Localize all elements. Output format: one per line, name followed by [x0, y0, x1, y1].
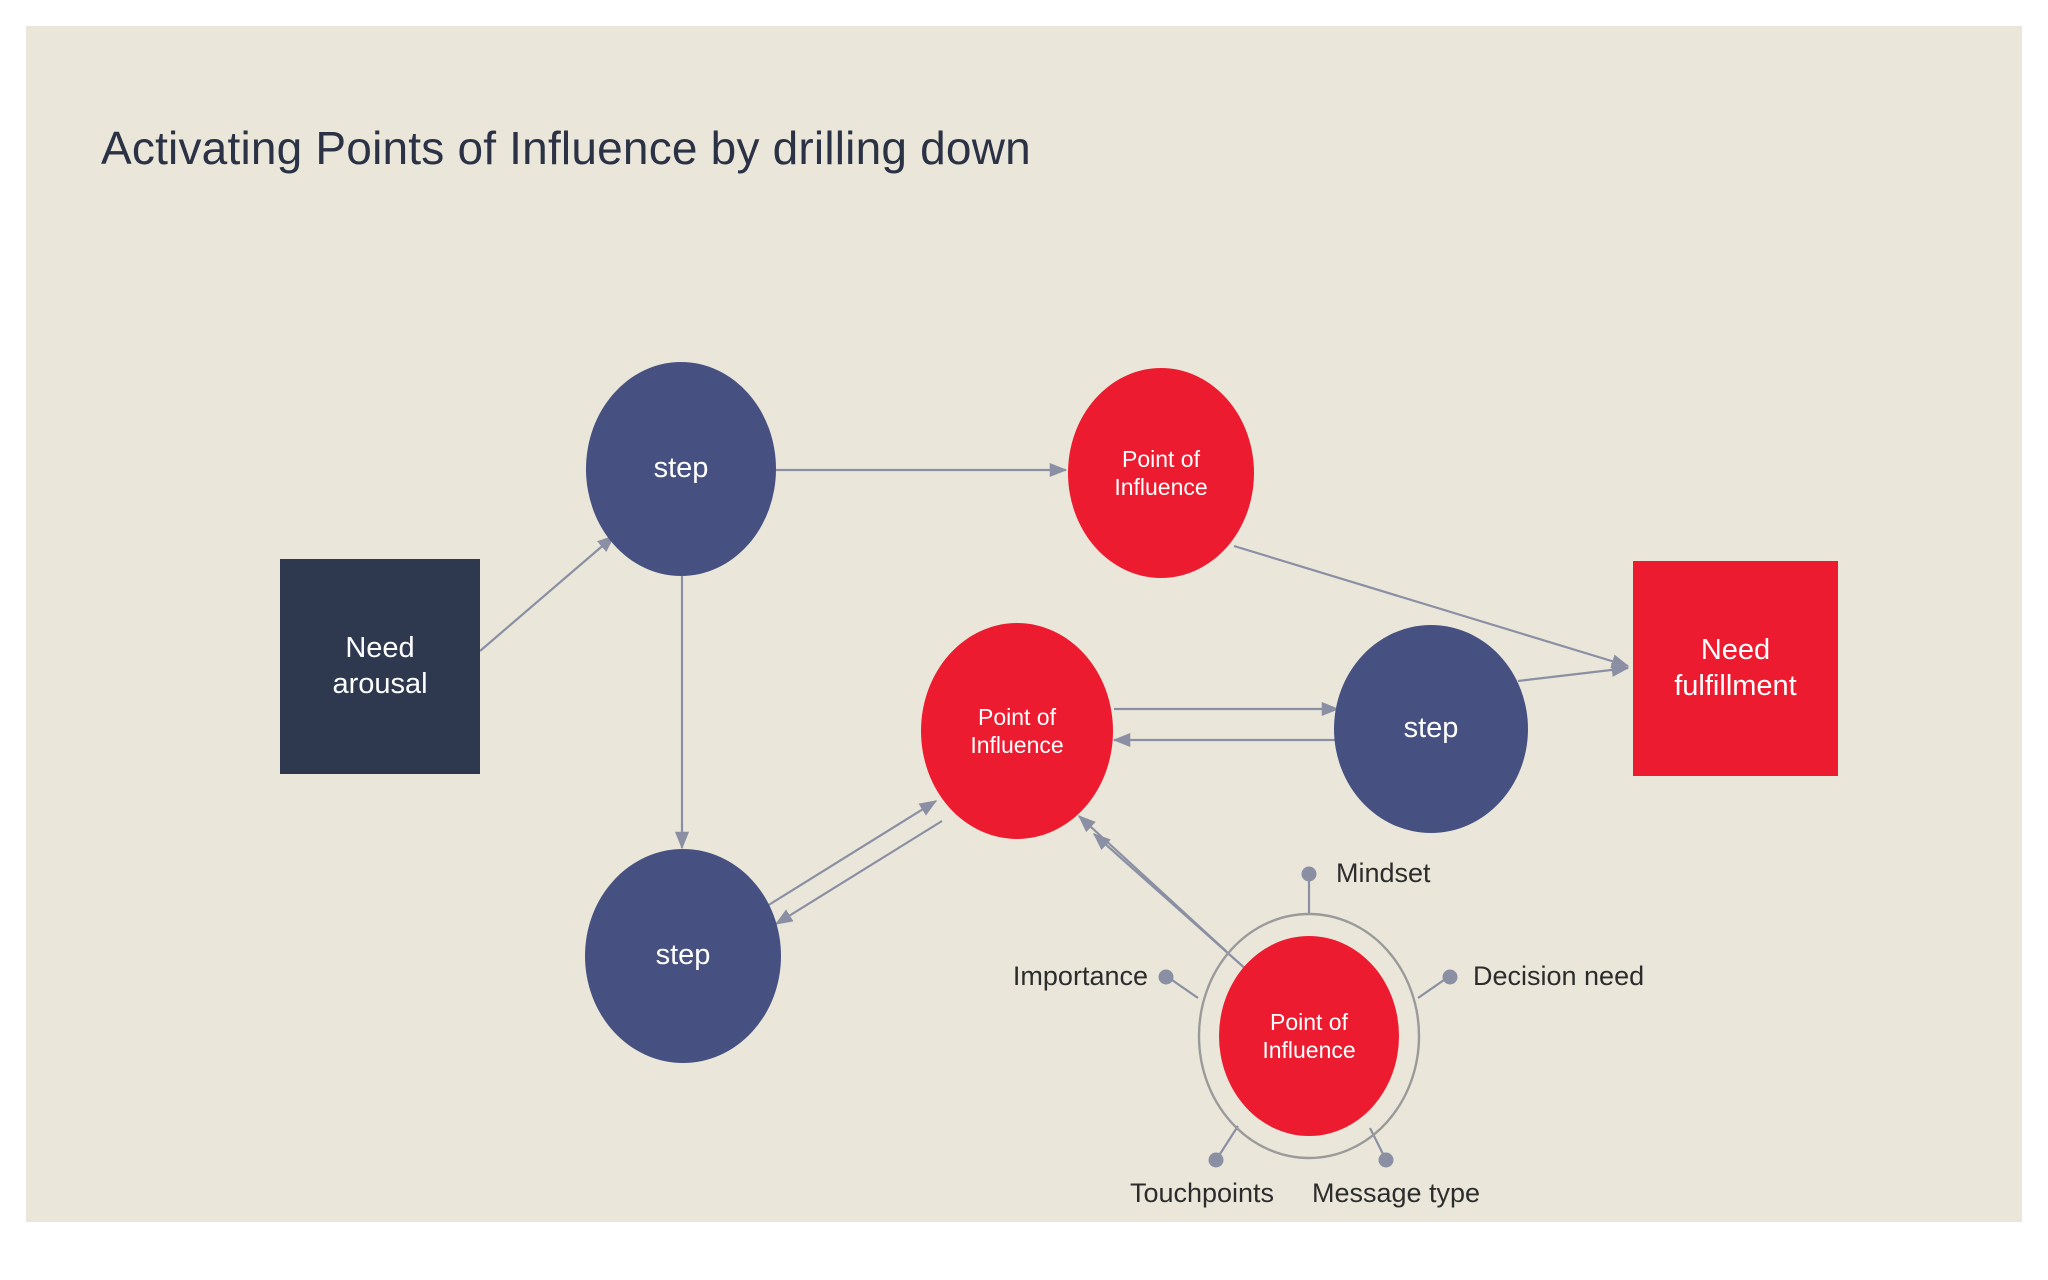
- node-step-bottom[interactable]: [585, 849, 781, 1063]
- node-step-top[interactable]: [586, 362, 776, 576]
- nodes-layer: [280, 362, 1838, 1160]
- edge-need-arousal-to-step-top: [479, 535, 616, 652]
- satellite-connector-importance: [1171, 979, 1199, 999]
- node-poi-detail-ring: [1197, 912, 1421, 1160]
- satellite-label-touchpoints: Touchpoints: [1129, 1178, 1275, 1208]
- satellite-label-mindset: Mindset: [1336, 858, 1431, 888]
- edges-layer: [479, 462, 1630, 972]
- satellite-connector-touchpoints: [1219, 1125, 1239, 1155]
- node-step-right[interactable]: [1334, 625, 1528, 833]
- satellite-dot-mindset: [1301, 866, 1317, 882]
- satellite-connectors-layer: [1171, 881, 1445, 1155]
- node-poi-top[interactable]: [1068, 368, 1254, 578]
- satellite-label-message-type: Message type: [1311, 1178, 1481, 1208]
- edge-poi-top-to-need-fulfillment: [1233, 544, 1630, 668]
- satellite-dot-touchpoints: [1208, 1152, 1224, 1168]
- satellite-dot-importance: [1158, 969, 1174, 985]
- slide-canvas: Activating Points of Influence by drilli…: [26, 26, 2022, 1222]
- satellite-label-decision-need: Decision need: [1473, 961, 1645, 991]
- satellite-dot-decision-need: [1442, 969, 1458, 985]
- diagram-svg: [280, 362, 1838, 1168]
- edge-step-bottom-to-poi-middle-a: [766, 800, 938, 907]
- satellite-label-importance: Importance: [1012, 961, 1148, 991]
- edge-poi-detail-to-poi-middle-b: [1093, 833, 1249, 972]
- satellite-connector-message-type: [1369, 1127, 1384, 1155]
- edge-poi-middle-to-step-bottom-b: [774, 820, 943, 925]
- satellite-dot-message-type: [1378, 1152, 1394, 1168]
- edge-step-right-to-need-fulfillment: [1517, 662, 1630, 683]
- node-poi-detail[interactable]: [1219, 936, 1399, 1136]
- node-need-fulfillment[interactable]: [1633, 561, 1838, 776]
- page-title: Activating Points of Influence by drilli…: [101, 122, 1031, 174]
- satellite-dots-layer: [1158, 866, 1458, 1168]
- node-need-arousal[interactable]: [280, 559, 480, 774]
- satellite-connector-decision-need: [1417, 979, 1445, 999]
- node-poi-middle[interactable]: [921, 623, 1113, 839]
